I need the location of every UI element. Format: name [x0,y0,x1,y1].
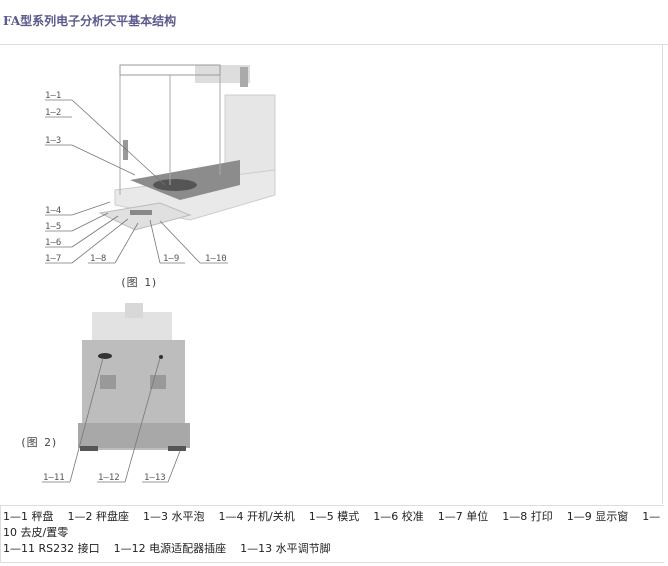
legend-item: 1—6 校准 [373,510,424,523]
legend-item: 1—8 打印 [502,510,553,523]
legend-item: 1—9 显示窗 [566,510,629,523]
figure-2-balance-rear-image: (图 2) 1—11 1—12 1—13 [20,303,190,483]
label-1-9: 1—9 [163,254,179,264]
legend-item: 1—4 开机/关机 [218,510,295,523]
divider [662,44,663,504]
legend-item: 1—13 水平调节脚 [240,542,331,555]
legend-item: 1—2 秤盘座 [67,510,130,523]
legend-item: 1—5 模式 [308,510,360,523]
page-title: FA型系列电子分析天平基本结构 [3,14,177,28]
legend-item: 1—10 去皮/置零 [3,510,661,539]
legend-line-2: 1—11 RS232 接口 1—12 电源适配器插座 1—13 水平调节脚 [3,541,662,557]
label-1-3: 1—3 [45,136,61,146]
figure-1-caption: (图 1) [120,276,158,289]
legend-item: 1—7 单位 [437,510,489,523]
legend-item: 1—11 RS232 接口 [3,542,100,555]
legend-line-1: 1—1 秤盘 1—2 秤盘座 1—3 水平泡 1—4 开机/关机 1—5 模式 1—6 校… [3,509,662,541]
label-1-8: 1—8 [90,254,106,264]
legend-box: 1—1 秤盘 1—2 秤盘座 1—3 水平泡 1—4 开机/关机 1—5 模式 1—6 校… [0,505,664,563]
label-1-2: 1—2 [45,108,61,118]
label-1-13: 1—13 [144,473,166,483]
label-1-10: 1—10 [205,254,227,264]
label-1-11: 1—11 [43,473,65,483]
legend-item: 1—3 水平泡 [143,510,205,523]
label-1-12: 1—12 [98,473,120,483]
divider [0,44,668,45]
figure-1-balance-image: 1—1 1—2 1—3 1—4 1—5 1—6 1—7 1—8 1—9 1—10… [45,64,276,289]
balance-diagrams: 1—1 1—2 1—3 1—4 1—5 1—6 1—7 1—8 1—9 1—10… [20,64,276,483]
legend-item: 1—12 电源适配器插座 [113,542,227,555]
label-1-7: 1—7 [45,254,61,264]
label-1-5: 1—5 [45,222,61,232]
label-1-4: 1—4 [45,206,61,216]
label-1-1: 1—1 [45,91,61,101]
legend-item: 1—1 秤盘 [3,510,54,523]
label-1-6: 1—6 [45,238,61,248]
figure-2-caption: (图 2) [20,436,58,449]
